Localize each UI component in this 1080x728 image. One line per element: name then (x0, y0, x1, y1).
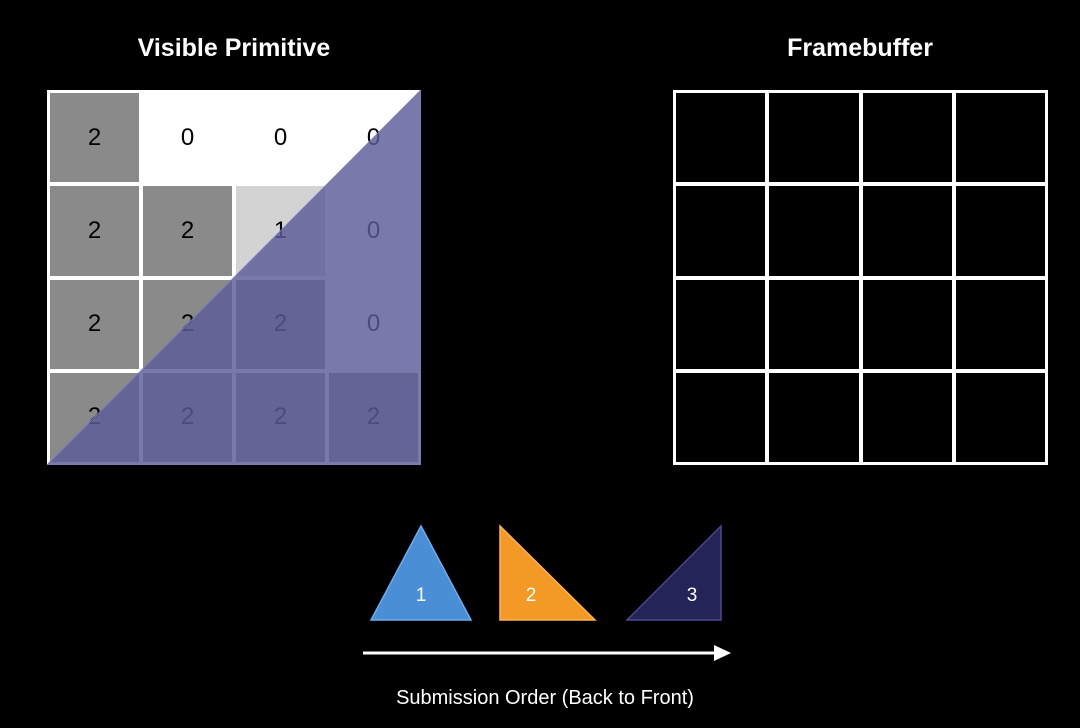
framebuffer-cell (769, 372, 859, 462)
visible-cell-r2-c0: 2 (50, 279, 139, 369)
framebuffer-cell (955, 279, 1045, 369)
visible-primitive-grid: 2 0 0 0 2 2 1 0 2 2 2 0 2 2 2 2 (47, 90, 421, 465)
primitive-1-label: 1 (416, 585, 427, 606)
primitive-3-label: 3 (687, 585, 698, 606)
framebuffer-cell (769, 186, 859, 276)
framebuffer-cell (955, 372, 1045, 462)
framebuffer-cell (769, 279, 859, 369)
framebuffer-cell (955, 93, 1045, 183)
framebuffer-cell (862, 93, 952, 183)
framebuffer-cell (955, 186, 1045, 276)
visible-cell-r1-c2: 1 (236, 186, 325, 276)
visible-cell-r3-c3: 2 (329, 372, 418, 462)
primitive-2-triangle (499, 524, 597, 621)
visible-cell-r3-c1: 2 (143, 372, 232, 462)
visible-cell-r3-c2: 2 (236, 372, 325, 462)
visible-cell-r0-c3: 0 (329, 93, 418, 183)
submission-order-caption: Submission Order (Back to Front) (396, 687, 694, 709)
framebuffer-cell (676, 186, 766, 276)
visible-cell-r2-c1: 2 (143, 279, 232, 369)
framebuffer-cell (862, 279, 952, 369)
visible-cell-r2-c3: 0 (329, 279, 418, 369)
primitive-1-triangle (369, 524, 473, 621)
visible-primitive-title: Visible Primitive (137, 34, 331, 62)
framebuffer-cell (862, 372, 952, 462)
visible-cell-r3-c0: 2 (50, 372, 139, 462)
visible-cell-r0-c0: 2 (50, 93, 139, 183)
framebuffer-cell (676, 279, 766, 369)
primitive-3-triangle (625, 524, 722, 621)
visible-cell-r2-c2: 2 (236, 279, 325, 369)
framebuffer-cell (862, 186, 952, 276)
visible-cell-r1-c1: 2 (143, 186, 232, 276)
visible-cell-r0-c2: 0 (236, 93, 325, 183)
visible-cell-r1-c0: 2 (50, 186, 139, 276)
framebuffer-cell (769, 93, 859, 183)
framebuffer-cell (676, 372, 766, 462)
primitive-2-label: 2 (526, 585, 537, 606)
visible-cell-r1-c3: 0 (329, 186, 418, 276)
framebuffer-title: Framebuffer (787, 34, 933, 62)
visible-cell-r0-c1: 0 (143, 93, 232, 183)
framebuffer-grid (673, 90, 1048, 465)
submission-order-arrow-head (714, 645, 731, 661)
framebuffer-cell (676, 93, 766, 183)
